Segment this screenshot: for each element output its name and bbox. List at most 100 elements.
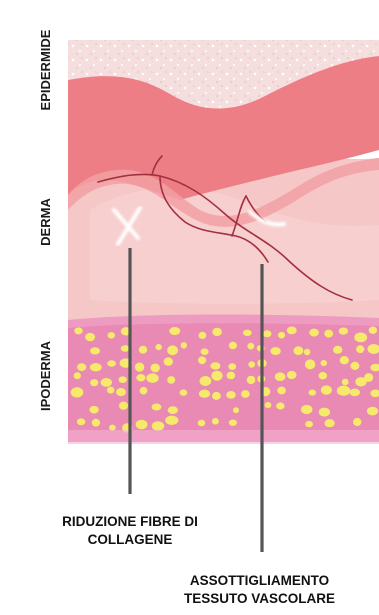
fat-cell (212, 418, 219, 425)
fat-cell (167, 345, 178, 355)
fat-cell (201, 348, 209, 355)
fat-cell (287, 371, 297, 379)
fat-cell (226, 391, 235, 399)
fat-cell (136, 420, 148, 430)
fat-cell (309, 329, 319, 337)
label-ipoderma: IPODERMA (38, 340, 53, 411)
fat-cell (233, 407, 239, 413)
fat-cell (228, 363, 236, 370)
fat-cell (350, 362, 359, 370)
fat-cell (140, 387, 148, 395)
fat-cell (248, 361, 255, 367)
fat-cell (243, 330, 252, 336)
fat-cell (165, 416, 178, 425)
fat-cell (212, 392, 221, 400)
fat-cell (151, 364, 160, 373)
fat-cell (90, 379, 98, 386)
fat-cell (294, 346, 304, 355)
fat-cell (356, 345, 364, 353)
fat-cell (136, 374, 145, 381)
fat-cell (270, 347, 280, 355)
fat-cell (119, 402, 128, 410)
fat-cell (169, 327, 180, 335)
fat-cell (277, 387, 286, 395)
fat-cell (324, 330, 333, 338)
annotation-vascular-line-2: TESSUTO VASCOLARE (140, 590, 379, 608)
fat-cell (337, 386, 351, 396)
fat-cell (152, 421, 165, 431)
fat-cell (199, 332, 207, 339)
fat-cell (340, 356, 349, 364)
fat-cell (146, 373, 158, 383)
fat-cell (211, 371, 222, 381)
fat-cell (353, 418, 361, 426)
fat-cell (278, 332, 285, 339)
fat-cell (275, 372, 286, 381)
fat-cell (229, 342, 237, 350)
fat-cell (325, 419, 335, 427)
fat-cell (321, 385, 332, 394)
fat-cell (369, 327, 377, 334)
fat-cell (152, 404, 162, 411)
fat-cell (89, 406, 98, 414)
fat-cell (198, 420, 206, 427)
fat-cell (227, 372, 236, 380)
fat-cell (167, 376, 175, 384)
fat-cell (90, 347, 100, 354)
fat-cell (333, 346, 342, 354)
fat-cell (210, 362, 220, 369)
fat-cell (181, 342, 187, 348)
fat-cell (180, 389, 188, 395)
fat-cell (168, 406, 178, 414)
fat-cell (319, 372, 328, 379)
fat-cell (139, 346, 147, 354)
fat-cell (92, 419, 100, 427)
fat-cell (301, 405, 313, 414)
fat-cell (108, 332, 116, 338)
fat-cell (116, 388, 126, 396)
fat-cell (354, 333, 367, 343)
annotation-collagen-reduction: RIDUZIONE FIBRE DI COLLAGENE (0, 513, 260, 549)
fat-cell (305, 359, 315, 369)
annotation-vascular-line-1: ASSOTTIGLIAMENTO (140, 572, 379, 590)
fat-cell (156, 344, 162, 350)
fat-cell (364, 373, 373, 382)
fat-cell (199, 390, 210, 398)
fat-cell (90, 363, 102, 371)
fat-cell (342, 379, 349, 386)
fat-cell (74, 327, 82, 334)
fat-cell (121, 345, 130, 351)
fat-cell (367, 407, 378, 416)
fat-cell (265, 402, 272, 408)
fat-cell (305, 421, 313, 427)
fat-cell (304, 349, 311, 355)
fat-cell (321, 360, 327, 366)
annotation-vascular-thinning: ASSOTTIGLIAMENTO TESSUTO VASCOLARE (140, 572, 379, 608)
fat-cell (287, 327, 297, 335)
fat-cell (263, 330, 272, 337)
fat-cell (212, 328, 222, 336)
fat-cell (350, 389, 360, 397)
annotation-collagen-line-2: COLLAGENE (0, 531, 260, 549)
fat-cell (109, 425, 116, 431)
fat-cell (74, 372, 81, 379)
fat-cell (101, 378, 112, 387)
fat-cell (164, 357, 173, 365)
fat-cell (339, 328, 348, 335)
fat-cell (107, 387, 114, 394)
fat-cell (71, 387, 84, 397)
fat-cell (198, 356, 206, 364)
fat-cell (119, 376, 127, 383)
fat-cell (276, 402, 284, 409)
fat-cell (135, 363, 144, 372)
label-epidermide: EPIDERMIDE (38, 29, 53, 110)
fat-cell (319, 408, 330, 417)
fat-cell (247, 343, 254, 350)
hypodermis-bottom-fade (68, 430, 379, 444)
label-derma: DERMA (38, 198, 53, 246)
fat-cell (77, 418, 86, 425)
fat-cell (247, 376, 256, 384)
fat-cell (200, 376, 212, 386)
fat-cell (309, 390, 316, 396)
fat-cell (241, 390, 250, 398)
